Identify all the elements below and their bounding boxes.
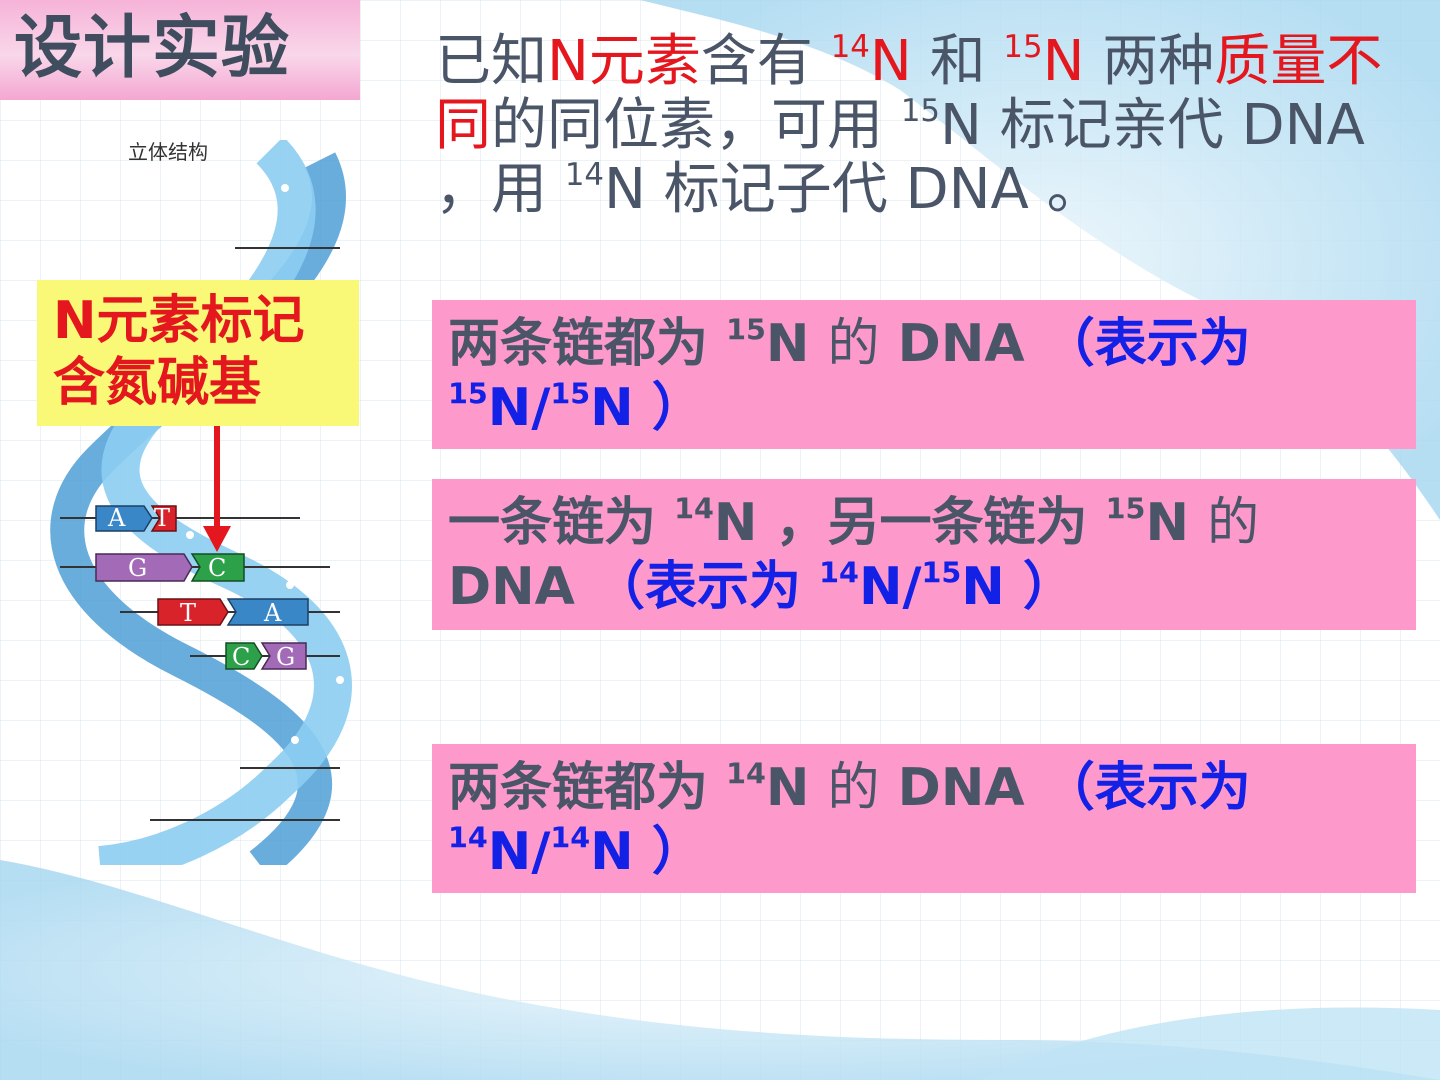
isotope-mass: 14 <box>819 555 859 590</box>
box-text: DNA <box>879 314 1043 374</box>
base-pair-CG: C G <box>225 642 307 671</box>
notation-text: N/ <box>858 557 922 617</box>
intro-highlight: N <box>869 29 912 94</box>
box-text: N ，另一条链为 <box>713 493 1106 553</box>
notation-text: （表示为 <box>1042 314 1251 374</box>
intro-text: 已知 <box>435 29 547 94</box>
box-text: 的 <box>827 314 880 374</box>
dna-helix-image: A T G C T A C G <box>50 140 352 865</box>
dna-type-box-15-15: 两条链都为 15N 的 DNA （表示为 15N/15N ） <box>432 300 1416 449</box>
box-text: N <box>1145 493 1208 553</box>
isotope-mass: 14 <box>674 491 714 526</box>
intro-text: 和 <box>911 29 1004 94</box>
notation-text: N/ <box>487 378 551 438</box>
intro-text: N 标记子代 DNA 。 <box>604 157 1103 222</box>
isotope-mass: 15 <box>900 92 941 129</box>
box-text: 两条链都为 <box>448 758 727 818</box>
isotope-mass: 15 <box>1003 28 1043 65</box>
base-C: C <box>208 554 226 582</box>
dna-type-box-14-14: 两条链都为 14N 的 DNA （表示为 14N/14N ） <box>432 744 1416 893</box>
box-text: N <box>765 758 828 818</box>
notation-text: （表示为 <box>1042 758 1251 818</box>
label-line-2: 含氮碱基 <box>53 353 262 413</box>
base-pair-TA: T A <box>157 598 309 627</box>
isotope-mass: 15 <box>550 376 591 411</box>
notation-text: N ） <box>961 557 1075 617</box>
notation-text: N ） <box>590 822 704 882</box>
box-text: DNA <box>448 557 594 617</box>
box-text: 两条链都为 <box>448 314 727 374</box>
notation-text: N/ <box>487 822 551 882</box>
base-G: G <box>276 643 295 671</box>
base-G: G <box>128 554 147 582</box>
base-T: T <box>180 599 196 627</box>
box-text: 的 <box>827 758 880 818</box>
notation: （表示为 15N/15N ） <box>448 314 1251 438</box>
isotope-mass: 14 <box>726 756 766 791</box>
intro-text: N 标记亲代 DNA ，用 <box>435 93 1365 222</box>
isotope-mass: 15 <box>448 376 488 411</box>
intro-highlight: 质量不同 <box>435 29 1383 158</box>
dna-type-box-14-15: 一条链为 14N ，另一条链为 15N 的 DNA （表示为 14N/15N ） <box>432 479 1416 630</box>
box-text: 一条链为 <box>448 493 675 553</box>
isotope-mass: 14 <box>564 156 605 193</box>
notation: （表示为 14N/14N ） <box>448 758 1251 882</box>
intro-highlight: N元素 <box>547 29 701 94</box>
base-pair-AT: A T <box>95 504 177 532</box>
box-text: N <box>765 314 828 374</box>
base-T: T <box>154 504 170 532</box>
slide-title-banner: 设计实验 <box>0 0 360 100</box>
intro-highlight: N <box>1042 29 1085 94</box>
label-line-1: N元素标记 <box>53 291 305 351</box>
notation-text: N ） <box>590 378 704 438</box>
isotope-mass: 15 <box>921 555 962 590</box>
base-A: A <box>107 504 126 532</box>
slide-title: 设计实验 <box>14 9 291 88</box>
base-pair-GC: G C <box>95 553 245 582</box>
box-text: DNA <box>879 758 1043 818</box>
nitrogen-label-box: N元素标记 含氮碱基 <box>37 280 359 426</box>
base-C: C <box>232 643 250 671</box>
intro-paragraph: 已知N元素含有 14N 和 15N 两种质量不同的同位素，可用 15N 标记亲代… <box>435 30 1415 222</box>
isotope-mass: 14 <box>448 820 488 855</box>
isotope-mass: 15 <box>726 312 766 347</box>
base-A: A <box>263 599 282 627</box>
box-text: 的 <box>1207 493 1260 553</box>
isotope-mass: 15 <box>1105 491 1146 526</box>
isotope-mass: 14 <box>830 28 870 65</box>
figure-caption: 立体结构 <box>128 140 208 164</box>
intro-text: 含有 <box>700 29 831 94</box>
isotope-mass: 14 <box>550 820 591 855</box>
notation: （表示为 14N/15N ） <box>593 557 1075 617</box>
intro-text: 的同位素，可用 <box>491 93 901 158</box>
notation-text: （表示为 <box>593 557 820 617</box>
intro-text: 两种 <box>1084 29 1215 94</box>
